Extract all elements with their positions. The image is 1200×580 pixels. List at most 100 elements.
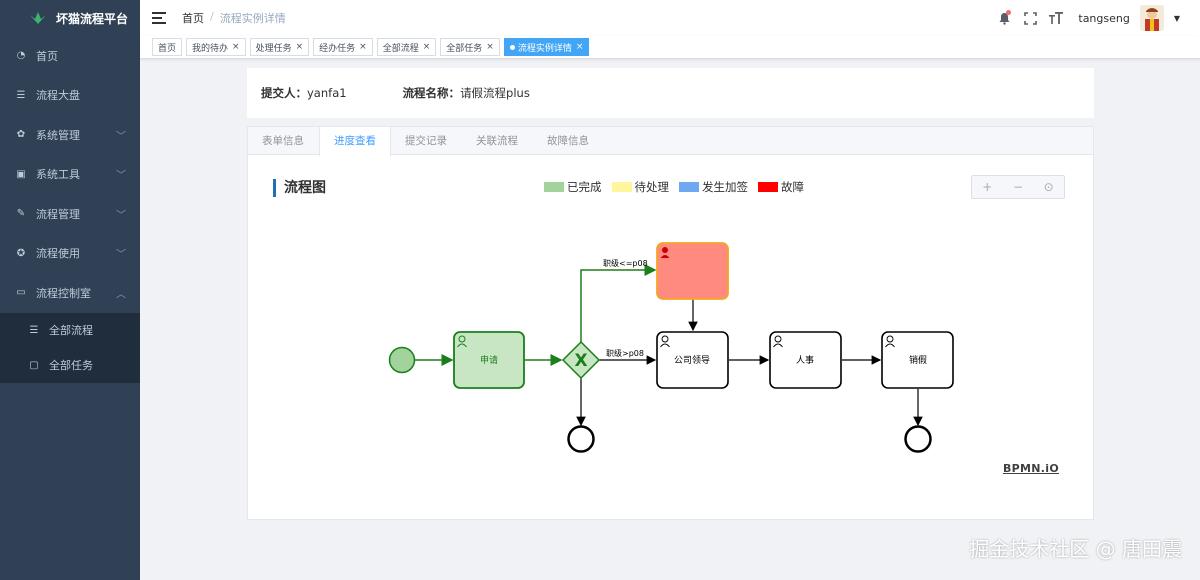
monitor-icon: ▭ (16, 287, 26, 299)
legend-fault: 故障 (758, 179, 804, 195)
task-leader[interactable] (656, 331, 729, 389)
sidebar-item-home[interactable]: ◔ 首页 (0, 36, 140, 76)
tab-fault-info[interactable]: 故障信息 (547, 135, 589, 147)
flow-title: 流程图 (273, 179, 326, 197)
legend-label: 待处理 (634, 180, 670, 194)
breadcrumb-current: 流程实例详情 (219, 12, 286, 25)
task-leader-label: 公司领导 (674, 354, 710, 366)
gear-icon: ✿ (16, 129, 26, 141)
avatar[interactable] (1139, 5, 1164, 31)
task-hr-label: 人事 (796, 354, 814, 366)
breadcrumb-home[interactable]: 首页 (182, 12, 204, 25)
task-cancel-leave[interactable] (881, 331, 954, 389)
sidebar-item-label: 流程管理 (36, 207, 80, 221)
close-icon[interactable]: × (295, 42, 304, 52)
instance-info: 提交人：yanfa1 流程名称：请假流程plus (247, 68, 1094, 118)
bell-icon[interactable] (996, 10, 1012, 26)
tag-my-todo[interactable]: 我的待办× (186, 38, 246, 56)
app-logo[interactable]: 坏猫流程平台 (0, 0, 140, 36)
edge-gateway-fault (580, 264, 657, 342)
start-event[interactable] (388, 346, 416, 374)
tag-home[interactable]: 首页 (152, 38, 183, 56)
watermark: 掘金技术社区 @ 唐田震 (969, 537, 1182, 561)
tab-form-info[interactable]: 表单信息 (262, 135, 304, 147)
close-icon[interactable]: × (575, 42, 584, 52)
caret-down-icon[interactable]: ▼ (1173, 13, 1180, 23)
sidebar: 坏猫流程平台 ◔ 首页 ☰ 流程大盘 ✿ 系统管理 ﹀ ▣ 系统工具 ﹀ ✎ 流… (0, 0, 140, 580)
tag-label: 经办任务 (319, 43, 356, 54)
exclusive-gateway[interactable] (561, 340, 601, 380)
zoom-reset-button[interactable]: ⊙ (1043, 180, 1054, 194)
close-icon[interactable]: × (486, 42, 494, 52)
bpmn-io-logo[interactable]: BPMN.iO (1003, 462, 1059, 475)
notification-dot (1006, 10, 1012, 15)
user-icon (660, 247, 670, 258)
sidebar-item-label: 流程控制室 (36, 286, 91, 300)
end-event[interactable] (567, 425, 595, 453)
edit-icon: ✎ (16, 208, 26, 220)
close-icon[interactable]: × (422, 42, 431, 52)
username[interactable]: tangseng (1078, 11, 1130, 25)
font-size-icon[interactable] (1048, 10, 1064, 26)
task-hr[interactable] (769, 331, 842, 389)
tag-label: 我的待办 (192, 43, 229, 54)
chevron-down-icon: ﹀ (116, 249, 126, 261)
sidebar-item-label: 首页 (36, 49, 58, 63)
task-apply-label: 申请 (480, 354, 498, 366)
top-navbar: 首页 / 流程实例详情 tangseng ▼ (140, 0, 1200, 36)
legend-swatch (679, 182, 699, 192)
end-event[interactable] (904, 425, 932, 453)
sidebar-item-label: 全部任务 (49, 359, 93, 372)
sidebar-item-control-room[interactable]: ▭ 流程控制室 ︿ (0, 273, 140, 313)
tag-all-tasks[interactable]: 全部任务× (440, 38, 500, 56)
sidebar-item-all-processes[interactable]: ☰ 全部流程 (0, 313, 140, 348)
legend-label: 故障 (781, 180, 804, 194)
process-name-value: 请假流程plus (460, 86, 530, 100)
header-actions: tangseng ▼ (996, 0, 1180, 36)
zoom-out-button[interactable]: − (1012, 180, 1024, 194)
zoom-controls: + − ⊙ (971, 175, 1065, 199)
sidebar-item-label: 流程大盘 (36, 89, 80, 103)
tag-label: 全部任务 (446, 43, 483, 54)
list-icon: ☰ (16, 89, 26, 101)
legend-completed: 已完成 (544, 179, 602, 195)
tag-label: 首页 (158, 43, 177, 54)
sidebar-item-tools[interactable]: ▣ 系统工具 ﹀ (0, 155, 140, 195)
close-icon[interactable]: × (359, 42, 367, 52)
bpmn-diagram[interactable]: 职级<=p08 职级>p08 申请 X 公司领导 (248, 227, 1095, 487)
tab-submit-records[interactable]: 提交记录 (405, 135, 447, 147)
tag-label: 处理任务 (255, 43, 292, 54)
tag-label: 流程实例详情 (517, 43, 572, 54)
tag-handle-task[interactable]: 处理任务× (249, 38, 310, 56)
zoom-in-button[interactable]: + (982, 180, 993, 194)
sidebar-item-all-tasks[interactable]: ▢ 全部任务 (0, 348, 140, 383)
submenu-control-room: ☰ 全部流程 ▢ 全部任务 (0, 312, 140, 383)
tab-related-process[interactable]: 关联流程 (476, 135, 518, 147)
sidebar-item-flow-use[interactable]: ✪ 流程使用 ﹀ (0, 234, 140, 274)
user-icon (773, 335, 783, 348)
sidebar-item-dashboard[interactable]: ☰ 流程大盘 (0, 76, 140, 116)
sidebar-item-label: 流程使用 (36, 247, 80, 261)
close-icon[interactable]: × (232, 42, 240, 52)
legend-swatch (611, 182, 632, 192)
tag-handled-task[interactable]: 经办任务× (313, 38, 373, 56)
sidebar-item-flow-manage[interactable]: ✎ 流程管理 ﹀ (0, 194, 140, 234)
tag-instance-detail[interactable]: 流程实例详情× (503, 38, 590, 56)
submitter-label: 提交人： (261, 86, 307, 100)
submitter-value: yanfa1 (307, 86, 347, 100)
detail-tabs: 表单信息 进度查看 提交记录 关联流程 故障信息 (248, 127, 1093, 156)
detail-panel: 表单信息 进度查看 提交记录 关联流程 故障信息 流程图 已完成 待处理 发生加… (247, 126, 1094, 520)
hamburger-icon[interactable] (152, 12, 166, 24)
task-fault[interactable] (656, 242, 729, 300)
task-apply[interactable] (453, 331, 525, 389)
sidebar-item-system[interactable]: ✿ 系统管理 ﹀ (0, 115, 140, 155)
active-dot (509, 44, 515, 50)
legend-swatch (758, 182, 778, 192)
toolbox-icon: ▣ (16, 168, 26, 180)
flow-icon: ✪ (16, 247, 26, 259)
tag-all-processes[interactable]: 全部流程× (376, 38, 437, 56)
tab-progress[interactable]: 进度查看 (319, 127, 391, 156)
fullscreen-icon[interactable] (1022, 10, 1038, 26)
process-name-group: 流程名称：请假流程plus (403, 85, 530, 101)
legend-label: 已完成 (567, 180, 602, 194)
